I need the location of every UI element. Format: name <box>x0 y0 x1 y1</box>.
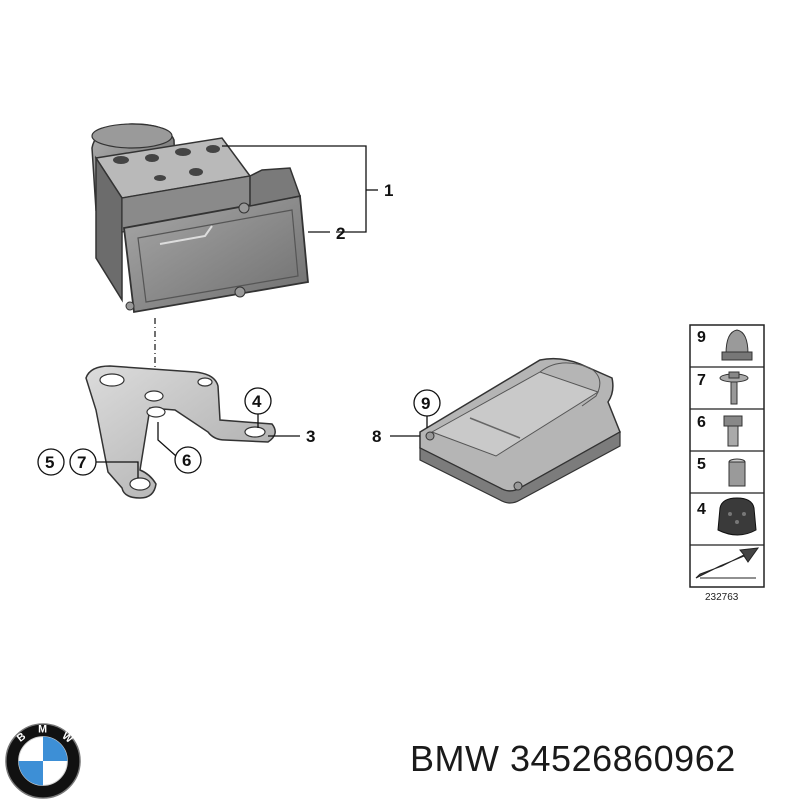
brand-name: BMW <box>410 738 500 779</box>
bmw-logo: B M W <box>5 723 81 799</box>
logo-letter-m: M <box>38 724 47 736</box>
callout-2: 2 <box>336 224 345 243</box>
bracket-callouts <box>37 387 300 478</box>
leader-lines-1-2 <box>222 145 378 233</box>
callout-1: 1 <box>384 181 393 200</box>
sleeve-icon <box>728 458 746 487</box>
part-number: 34526860962 <box>510 738 736 779</box>
callout-5: 5 <box>45 453 54 472</box>
panel-item-7: 7 <box>697 372 706 389</box>
callout-3: 3 <box>306 427 315 446</box>
callout-9: 9 <box>421 394 430 413</box>
panel-item-4: 4 <box>697 501 706 518</box>
part-number-caption: BMW 34526860962 <box>410 738 736 780</box>
direction-arrow-icon <box>695 547 760 579</box>
cap-nut-icon <box>721 329 753 361</box>
abs-hydraulic-unit <box>91 123 309 314</box>
control-module <box>419 357 621 504</box>
rubber-mount-icon <box>717 497 757 536</box>
panel-item-5: 5 <box>697 456 706 473</box>
panel-item-6: 6 <box>697 414 706 431</box>
small-parts-panel: 9 7 6 5 4 <box>689 324 765 603</box>
callout-4: 4 <box>252 392 262 411</box>
reference-number: 232763 <box>705 592 739 603</box>
callout-6: 6 <box>182 451 191 470</box>
module-callouts <box>390 389 441 437</box>
callout-7: 7 <box>77 453 86 472</box>
callout-8: 8 <box>372 427 381 446</box>
panel-item-9: 9 <box>697 329 706 346</box>
bolt-washer-icon <box>719 371 749 405</box>
hex-bolt-icon <box>723 415 743 447</box>
mounting-bracket <box>85 365 276 499</box>
